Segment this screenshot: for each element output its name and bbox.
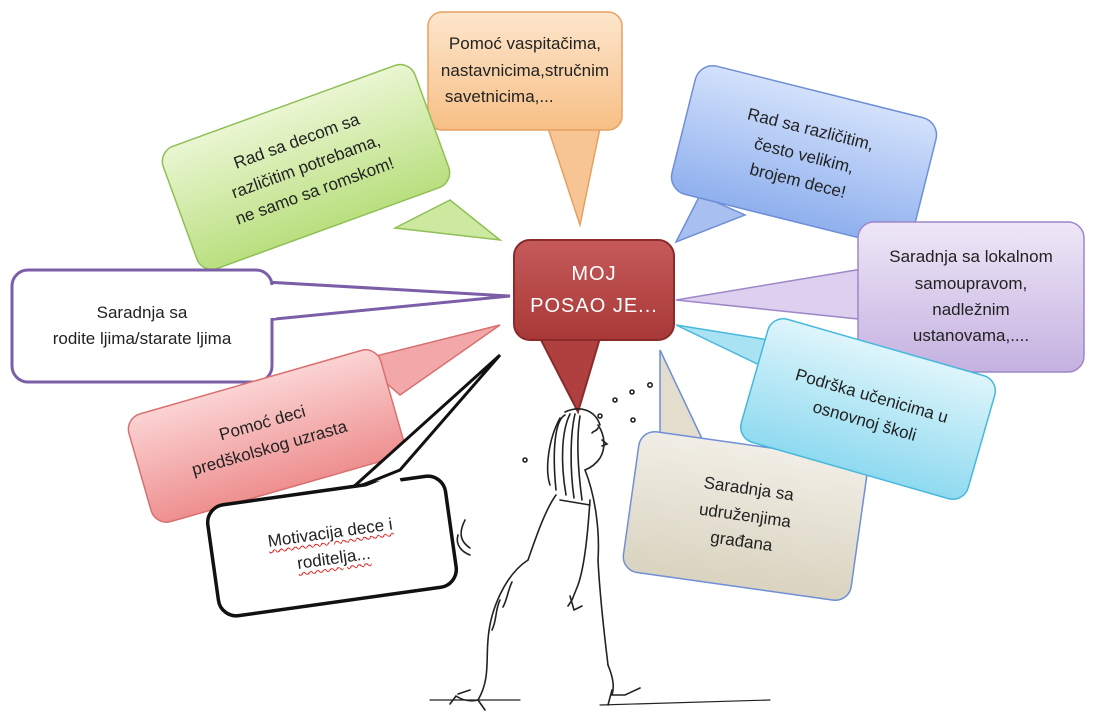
center-line-2: POSAO JE... xyxy=(530,295,658,317)
bubble-teachers-shape xyxy=(427,11,623,228)
center-bubble: MOJ POSAO JE... xyxy=(514,240,674,340)
bubble-teachers-line-2: nastavnicima,stručnim xyxy=(440,60,610,80)
bubble-teachers-line-1: Pomoć vaspitačima, xyxy=(448,34,602,54)
woman-sketch xyxy=(429,381,771,711)
bubble-parents-line-2: rodite ljima/starate ljima xyxy=(52,329,232,348)
bubble-local-line-2: samoupravom, xyxy=(914,273,1028,293)
bubble-local-line-3: nadležnim xyxy=(932,300,1010,319)
bubble-parents-line-1: Saradnja sa xyxy=(96,302,188,322)
bubble-teachers: Pomoć vaspitačima, nastavnicima,stručnim… xyxy=(428,12,622,130)
bubble-pupils-shape xyxy=(675,317,997,501)
bubble-needs-shape xyxy=(161,63,503,271)
bubble-parents-shape xyxy=(10,268,511,384)
bubble-preschool-shape xyxy=(127,324,501,523)
bubble-motivation-shape xyxy=(205,353,502,618)
bubble-local: Saradnja sa lokalnom samoupravom, nadlež… xyxy=(858,222,1084,372)
bubble-teachers-line-3: savetnicima,... xyxy=(444,87,554,107)
center-shape xyxy=(513,239,675,415)
bubble-local-line-1: Saradnja sa lokalnom xyxy=(889,247,1053,267)
bubble-citizens-shape xyxy=(622,349,868,601)
bubble-parents: Saradnja sa rodite ljima/starate ljima xyxy=(12,270,272,382)
bubble-numbers-shape xyxy=(670,65,938,247)
bubble-local-shape xyxy=(675,221,1085,373)
center-line-1: MOJ xyxy=(571,263,617,285)
bubble-local-line-4: ustanovama,.... xyxy=(912,326,1030,346)
